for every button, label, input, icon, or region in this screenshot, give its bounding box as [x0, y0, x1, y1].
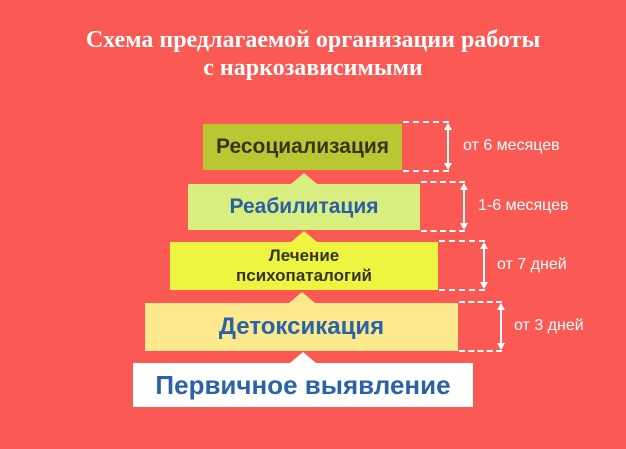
- level-label: Детоксикация: [218, 313, 385, 340]
- duration-bracket-rehabilitation: [421, 181, 468, 232]
- double-arrow-icon: [497, 303, 505, 350]
- level-label: Ресоциализация: [215, 135, 390, 158]
- level-label: Первичное выявление: [155, 369, 451, 400]
- pyramid-level-resocialization: Ресоциализация: [203, 124, 402, 170]
- duration-label: от 7 дней: [497, 256, 567, 273]
- title-line-1: Схема предлагаемой организации работы: [85, 27, 541, 53]
- pyramid-level-rehabilitation: Реабилитация: [188, 173, 420, 230]
- arrow-up-icon: [291, 231, 317, 242]
- duration-bracket-treatment: [439, 240, 488, 291]
- arrow-up-icon: [291, 173, 317, 184]
- level-label: Реабилитация: [229, 195, 379, 218]
- duration-bracket-resocialization: [403, 121, 452, 172]
- pyramid-level-psychopathology-treatment: Лечение психопаталогий: [170, 231, 438, 290]
- double-arrow-icon: [444, 123, 452, 170]
- duration-label: от 6 месяцев: [463, 137, 560, 154]
- title-line-2: с наркозависимыми: [203, 55, 423, 81]
- arrow-up-icon: [290, 352, 316, 363]
- double-arrow-icon: [480, 242, 488, 289]
- duration-bracket-detoxication: [459, 301, 505, 352]
- arrow-up-icon: [288, 292, 315, 303]
- duration-label: 1-6 месяцев: [478, 197, 569, 214]
- pyramid-level-detoxication: Детоксикация: [145, 292, 458, 351]
- double-arrow-icon: [460, 183, 468, 230]
- level-label: Лечение психопаталогий: [235, 245, 373, 285]
- duration-label: от 3 дней: [514, 317, 584, 334]
- pyramid-level-primary-detection: Первичное выявление: [133, 352, 473, 407]
- page-title: Схема предлагаемой организации работы с …: [0, 26, 626, 82]
